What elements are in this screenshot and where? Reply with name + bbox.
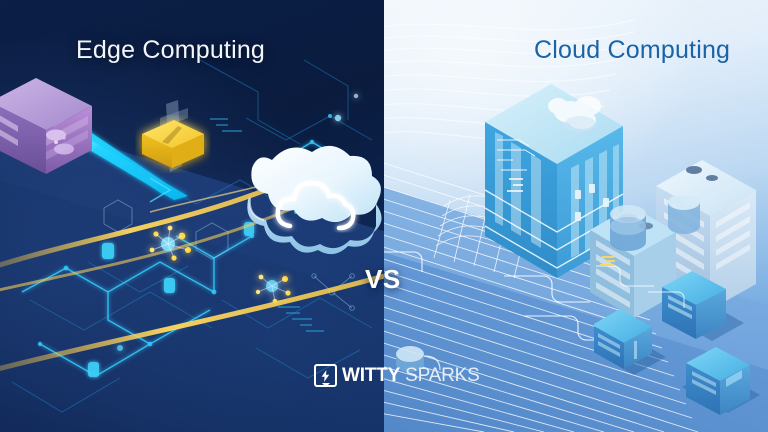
cloud-panel-title: Cloud Computing xyxy=(534,36,731,64)
cloud-computing-panel: Cloud Computing xyxy=(384,0,768,432)
cloud-edge-node xyxy=(396,346,441,372)
versus-label: VS xyxy=(365,264,401,294)
cloud-datacenter-tower xyxy=(484,84,624,278)
edge-node-cube xyxy=(142,100,204,172)
bolt-glyph xyxy=(321,369,330,382)
cloud-puff-icon xyxy=(548,96,601,132)
cloud-server-units xyxy=(594,271,760,415)
edge-panel-title: Edge Computing xyxy=(76,36,266,64)
logo-text-secondary: SPARKS xyxy=(405,364,480,386)
glow-node-clusters xyxy=(117,93,359,351)
wittysparks-logo[interactable]: WITTY SPARKS xyxy=(314,364,480,387)
logo-text-primary: WITTY xyxy=(342,364,401,386)
edge-server-rack xyxy=(0,78,92,174)
lightning-bolt-badge-icon xyxy=(314,364,337,387)
edge-cloud-icon xyxy=(247,145,382,255)
cloud-storage-cylinders xyxy=(596,196,700,308)
edge-computing-panel: Edge Computing xyxy=(0,0,384,432)
